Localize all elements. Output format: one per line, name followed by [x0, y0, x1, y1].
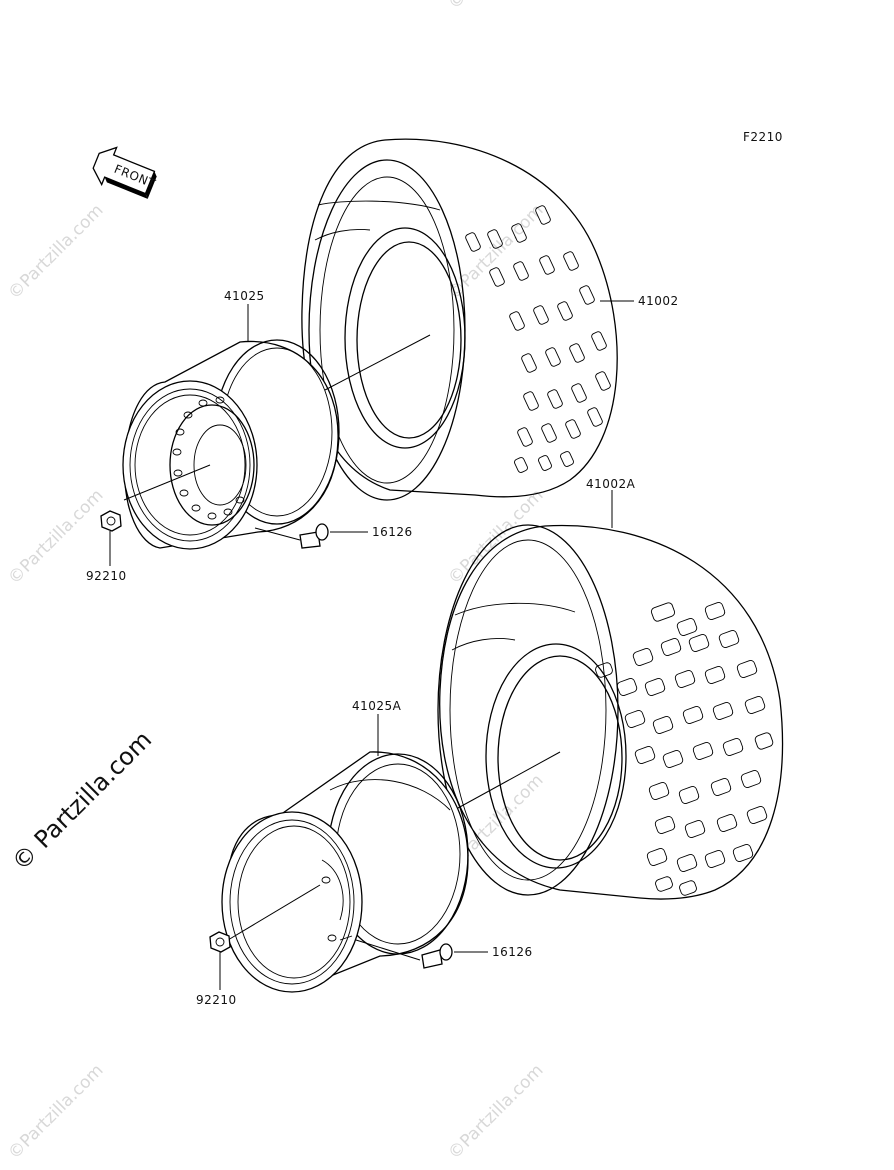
label-rear-wheel[interactable]: 41025A	[352, 699, 402, 713]
rear-tread-pattern	[595, 602, 774, 896]
leader-wheel-axis	[123, 464, 211, 501]
leader-rear-tire-axis	[457, 751, 561, 809]
watermark-text: Partzilla.com	[456, 0, 547, 2]
label-rear-tire[interactable]: 41002A	[586, 477, 636, 491]
svg-text:©Partzilla.com: ©Partzilla.com	[444, 1060, 547, 1163]
watermark-text: Partzilla.com	[16, 485, 107, 576]
front-nut[interactable]	[100, 510, 122, 532]
watermark-text: Partzilla.com	[16, 1060, 107, 1151]
label-rear-valve[interactable]: 16126	[492, 945, 533, 959]
label-front-tire[interactable]: 41002	[638, 294, 679, 308]
rear-wheel[interactable]	[221, 751, 469, 993]
rear-valve-stem[interactable]	[355, 939, 453, 969]
svg-text:©Partzilla.com: ©Partzilla.com	[444, 0, 547, 14]
svg-text:©Partzilla.com: ©Partzilla.com	[444, 200, 547, 303]
watermark-text: Partzilla.com	[16, 200, 107, 291]
front-tire[interactable]	[301, 138, 618, 501]
label-rear-nut[interactable]: 92210	[196, 993, 237, 1007]
label-front-wheel[interactable]: 41025	[224, 289, 265, 303]
rear-nut[interactable]	[209, 931, 231, 953]
leader-rear-wheel-axis	[227, 884, 321, 941]
front-wheel[interactable]	[122, 339, 340, 550]
rear-tire[interactable]	[437, 524, 784, 900]
front-wheel-bolt-holes	[172, 396, 245, 520]
figure-code: F2210	[743, 130, 783, 144]
watermark-text: Partzilla.com	[456, 485, 547, 576]
label-front-valve[interactable]: 16126	[372, 525, 413, 539]
watermark-symbol: ©	[444, 0, 470, 14]
svg-text:©Partzilla.com: ©Partzilla.com	[4, 1060, 107, 1163]
front-valve-stem[interactable]	[254, 523, 329, 549]
svg-text:©Partzilla.com: ©Partzilla.com	[4, 200, 107, 303]
watermark-main: © Partzilla.com	[6, 725, 157, 876]
watermark-text: Partzilla.com	[456, 1060, 547, 1151]
label-front-nut[interactable]: 92210	[86, 569, 127, 583]
front-tread-pattern	[465, 205, 611, 473]
leader-tire-axis	[324, 334, 431, 391]
front-arrow-icon: FRONT	[92, 146, 158, 199]
